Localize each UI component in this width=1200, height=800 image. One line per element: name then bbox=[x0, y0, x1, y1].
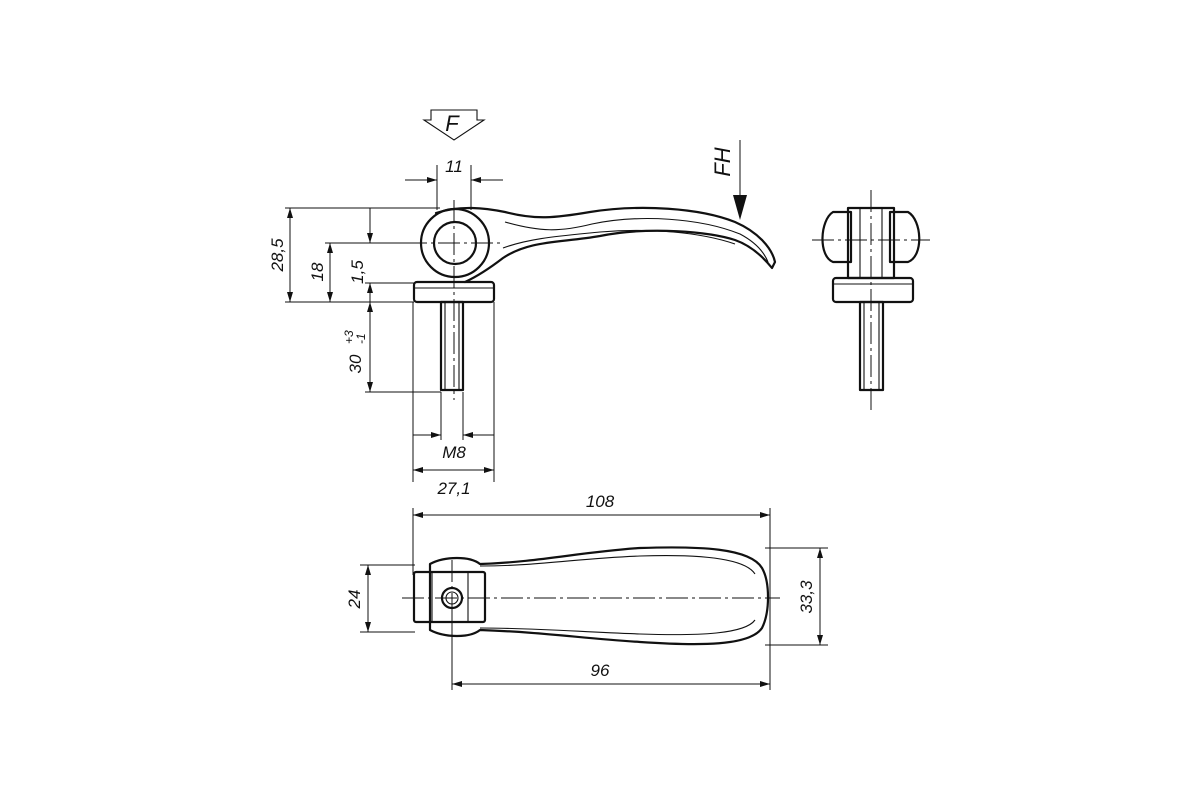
front-view bbox=[812, 190, 930, 410]
dim-96: 96 bbox=[591, 661, 610, 680]
front-washer bbox=[831, 276, 915, 304]
lever-arm bbox=[434, 206, 777, 284]
threaded-stud bbox=[439, 300, 465, 392]
force-label: F bbox=[445, 111, 460, 136]
svg-text:-1: -1 bbox=[354, 333, 368, 344]
dim-11: 11 bbox=[445, 157, 463, 176]
force-arrow-icon: F bbox=[422, 109, 486, 141]
hand-force-arrow-icon: FH bbox=[710, 140, 747, 220]
dim-m8: M8 bbox=[442, 443, 466, 462]
dim-1-5: 1,5 bbox=[348, 260, 367, 284]
hand-force-label: FH bbox=[710, 147, 735, 176]
lever-inner-edge bbox=[504, 218, 769, 263]
dim-24: 24 bbox=[345, 590, 364, 610]
dim-33-3: 33,3 bbox=[797, 580, 816, 614]
lever-inner-edge-2 bbox=[502, 229, 736, 249]
svg-text:+3: +3 bbox=[342, 330, 356, 344]
svg-text:30: 30 bbox=[346, 354, 365, 373]
dim-thread-length: 30 +3 -1 bbox=[342, 330, 368, 373]
lever-ear-right bbox=[888, 210, 921, 264]
dim-28-5: 28,5 bbox=[268, 238, 287, 273]
lever-plan-outline bbox=[428, 546, 770, 646]
lever-ear-left bbox=[821, 210, 853, 264]
dim-27-1: 27,1 bbox=[436, 479, 470, 498]
cam-plan bbox=[412, 570, 487, 624]
side-view: F 11 28,5 bbox=[268, 109, 777, 498]
dim-18: 18 bbox=[308, 262, 327, 281]
dim-108: 108 bbox=[586, 492, 615, 511]
top-view: 108 96 24 33,3 bbox=[345, 492, 828, 690]
